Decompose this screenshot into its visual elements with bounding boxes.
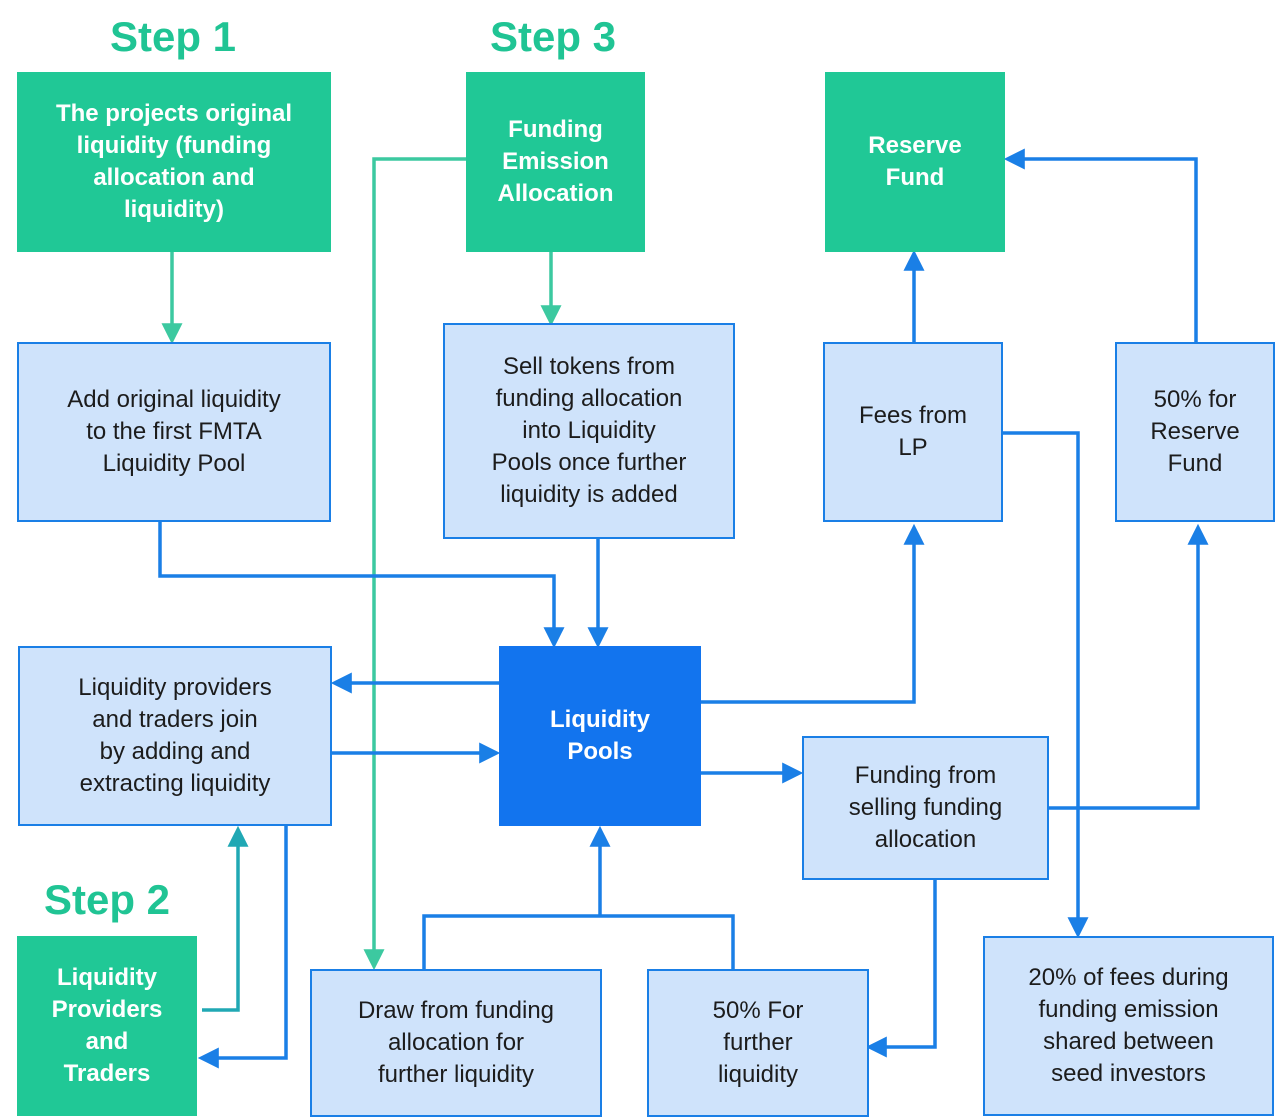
lp-traders-join-text: Liquidity providers and traders join by … xyxy=(78,674,272,797)
lp-and-traders-text: Liquidity Providers and Traders xyxy=(51,964,163,1087)
fees-20-box: 20% of fees during funding emission shar… xyxy=(983,936,1274,1116)
funding-selling-text: Funding from selling funding allocation xyxy=(848,762,1003,853)
reserve-50-text: 50% for Reserve Fund xyxy=(1150,386,1240,477)
arrow-pools-to-fees xyxy=(701,523,925,704)
liquidity-pools-box: Liquidity Pools xyxy=(499,646,701,826)
funding-emission-box: Funding Emission Allocation xyxy=(466,72,645,252)
sell-tokens-box: Sell tokens from funding allocation into… xyxy=(443,323,735,539)
funding-emission-text: Funding Emission Allocation xyxy=(497,116,614,207)
reserve-50-box: 50% for Reserve Fund xyxy=(1115,342,1275,522)
arrow-fees-to-20pct xyxy=(1002,431,1089,939)
draw-funding-text: Draw from funding allocation for further… xyxy=(357,997,555,1088)
fees-lp-text: Fees from LP xyxy=(858,402,968,461)
arrow-funding-to-50reserve xyxy=(1048,523,1209,810)
arrow-emission-to-draw xyxy=(363,157,466,971)
funding-selling-box: Funding from selling funding allocation xyxy=(802,736,1049,880)
step-2-label: Step 2 xyxy=(44,876,171,923)
reserve-fund-box: Reserve Fund xyxy=(825,72,1005,252)
arrow-draw-and-further-to-pools xyxy=(422,914,735,970)
step-1-label: Step 1 xyxy=(110,13,237,60)
step-3-label: Step 3 xyxy=(490,13,617,60)
further-50-box: 50% For further liquidity xyxy=(647,969,869,1117)
lp-and-traders-box: Liquidity Providers and Traders xyxy=(17,936,197,1116)
sell-tokens-text: Sell tokens from funding allocation into… xyxy=(491,353,687,508)
arrow-add-to-pools xyxy=(158,520,565,649)
liquidity-pools-text: Liquidity Pools xyxy=(550,706,650,765)
lp-traders-join-box: Liquidity providers and traders join by … xyxy=(18,646,332,826)
original-liquidity-box: The projects original liquidity (funding… xyxy=(17,72,331,252)
arrow-traders-to-join xyxy=(202,825,249,1012)
arrow-join-to-traders xyxy=(197,822,288,1069)
arrow-funding-to-further xyxy=(865,880,937,1058)
draw-funding-box: Draw from funding allocation for further… xyxy=(310,969,602,1117)
fees-20-text: 20% of fees during funding emission shar… xyxy=(1028,964,1229,1087)
arrow-50-to-reserve xyxy=(1003,148,1198,342)
reserve-fund-text: Reserve Fund xyxy=(868,132,962,191)
original-liquidity-text: The projects original liquidity (funding… xyxy=(55,100,293,223)
further-50-text: 50% For further liquidity xyxy=(712,997,804,1088)
fees-lp-box: Fees from LP xyxy=(823,342,1003,522)
add-liquidity-box: Add original liquidity to the first FMTA… xyxy=(17,342,331,522)
add-liquidity-text: Add original liquidity to the first FMTA… xyxy=(67,386,281,477)
